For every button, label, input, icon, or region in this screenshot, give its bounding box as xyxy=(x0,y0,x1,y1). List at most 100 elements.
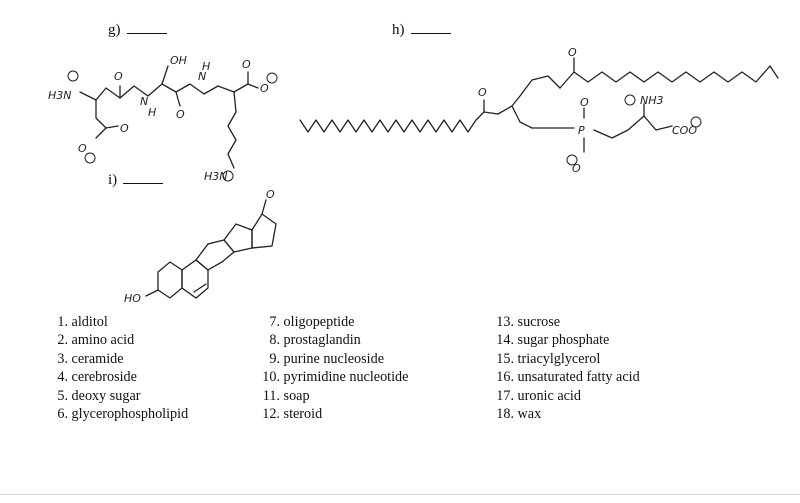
option-text: oligopeptide xyxy=(283,314,355,330)
structure-h-glycerophospholipid: O O P O O NH3 COO xyxy=(299,46,779,175)
question-i: i) xyxy=(108,171,164,189)
g-carboxyl-o4: O xyxy=(260,82,269,95)
positive-charge-icon xyxy=(67,70,79,82)
option-number: 16. xyxy=(496,369,514,386)
option-number: 8. xyxy=(269,332,280,349)
option-number: 2. xyxy=(57,332,68,349)
option-item: 14. sugar phosphate xyxy=(490,331,640,349)
option-number: 4. xyxy=(57,369,68,386)
negative-charge-icon xyxy=(84,152,96,164)
question-g-answer-blank[interactable] xyxy=(126,21,167,34)
option-number: 11. xyxy=(262,387,280,404)
option-number: 18. xyxy=(496,406,514,423)
option-item: 2. amino acid xyxy=(52,331,188,349)
g-amide-n2: N xyxy=(198,70,206,83)
option-item: 17. uronic acid xyxy=(490,387,640,405)
option-number: 13. xyxy=(496,314,514,330)
options-column-1: 1. alditol 2. amino acid 3. ceramide 4. … xyxy=(52,313,188,423)
option-item: 9. purine nucleoside xyxy=(258,350,408,368)
g-hydroxyl-oh: OH xyxy=(170,54,187,67)
option-number: 1. xyxy=(57,314,68,330)
option-item: 5. deoxy sugar xyxy=(52,387,188,405)
option-text: purine nucleoside xyxy=(283,350,385,367)
option-number: 7. xyxy=(269,314,280,330)
option-item: 6. glycerophospholipid xyxy=(52,405,188,423)
option-number: 14. xyxy=(496,332,514,349)
option-item: 18. wax xyxy=(490,405,640,423)
option-number: 9. xyxy=(269,350,280,367)
i-ketone-o: O xyxy=(266,188,275,201)
option-text: alditol xyxy=(71,314,108,330)
option-number: 6. xyxy=(57,406,68,423)
g-carboxyl-o5: O xyxy=(120,122,129,135)
option-number: 17. xyxy=(496,387,514,404)
option-text: ceramide xyxy=(71,350,124,367)
option-text: pyrimidine nucleotide xyxy=(283,369,409,386)
h-carbonyl-o1: O xyxy=(478,86,487,99)
question-g: g) xyxy=(108,21,167,39)
option-item: 16. unsaturated fatty acid xyxy=(490,368,640,386)
g-amide-h1: H xyxy=(148,106,156,119)
option-item: 10. pyrimidine nucleotide xyxy=(258,368,408,386)
option-text: cerebroside xyxy=(71,369,137,386)
h3n-label: H3N xyxy=(48,89,72,102)
option-text: soap xyxy=(283,387,310,404)
g-lysine-h3n: H3N xyxy=(204,170,228,183)
i-hydroxyl-ho: HO xyxy=(124,292,141,305)
option-number: 12. xyxy=(262,406,280,423)
option-text: wax xyxy=(517,406,542,423)
g-amide-h2: H xyxy=(202,60,210,73)
option-text: sucrose xyxy=(517,314,561,330)
negative-charge-icon xyxy=(690,116,702,128)
g-amide-n1: N xyxy=(140,95,148,108)
option-text: prostaglandin xyxy=(283,332,361,349)
option-text: steroid xyxy=(283,406,323,423)
option-number: 10. xyxy=(262,369,280,386)
h-carboxylate-coo: COO xyxy=(672,124,697,137)
option-text: triacylglycerol xyxy=(517,350,601,367)
question-h-label: h) xyxy=(392,22,405,38)
option-item: 4. cerebroside xyxy=(52,368,188,386)
g-carboxyl-o3: O xyxy=(242,58,251,71)
option-text: glycerophospholipid xyxy=(71,406,189,423)
h-phosphorus-p: P xyxy=(578,124,585,137)
option-text: uronic acid xyxy=(517,387,581,404)
negative-charge-icon xyxy=(266,72,278,84)
structure-i-steroid: O HO xyxy=(124,188,277,305)
g-carbonyl-o1: O xyxy=(114,70,123,83)
g-carbonyl-o2: O xyxy=(176,108,185,121)
question-g-label: g) xyxy=(108,22,121,38)
h-phosphate-o4: O xyxy=(572,162,581,175)
positive-charge-icon xyxy=(222,170,234,182)
negative-charge-icon xyxy=(566,154,578,166)
option-item: 12. steroid xyxy=(258,405,408,423)
h-amine-nh3: NH3 xyxy=(640,94,664,107)
option-item: 8. prostaglandin xyxy=(258,331,408,349)
option-text: amino acid xyxy=(71,332,135,349)
options-column-2: 7. oligopeptide 8. prostaglandin 9. puri… xyxy=(258,313,408,423)
h-phosphate-o3: O xyxy=(580,96,589,109)
question-h: h) xyxy=(392,21,451,39)
option-item: 15. triacylglycerol xyxy=(490,350,640,368)
bottom-divider xyxy=(0,494,800,495)
option-item: 11. soap xyxy=(258,387,408,405)
structure-g-tripeptide: H3N O N H OH O N H O O O O H3N xyxy=(48,54,278,183)
option-item: 3. ceramide xyxy=(52,350,188,368)
options-column-3: 13. sucrose 14. sugar phosphate 15. tria… xyxy=(490,313,640,423)
question-h-answer-blank[interactable] xyxy=(410,21,451,34)
positive-charge-icon xyxy=(624,94,636,106)
question-i-answer-blank[interactable] xyxy=(123,171,164,184)
option-item: 7. oligopeptide xyxy=(258,313,408,331)
g-carboxyl-o6: O xyxy=(78,142,87,155)
question-i-label: i) xyxy=(108,172,118,188)
option-number: 15. xyxy=(496,350,514,367)
option-text: unsaturated fatty acid xyxy=(517,369,640,386)
option-text: sugar phosphate xyxy=(517,332,610,349)
option-text: deoxy sugar xyxy=(71,387,141,404)
option-number: 5. xyxy=(57,387,68,404)
option-item: 13. sucrose xyxy=(490,313,640,331)
h-carbonyl-o2: O xyxy=(568,46,577,59)
option-number: 3. xyxy=(57,350,68,367)
